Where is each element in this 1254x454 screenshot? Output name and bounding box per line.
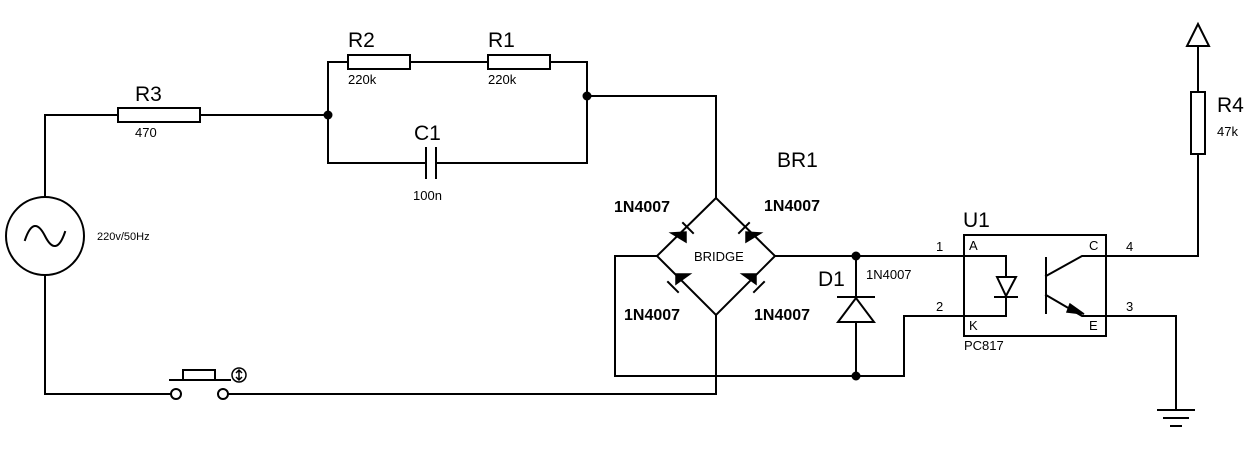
diode-bar [681, 221, 695, 235]
up-down-arrow-icon [235, 368, 243, 382]
resistor-r2-ref: R2 [348, 29, 375, 52]
switch-action-icon [231, 367, 247, 383]
bridge-diode-top-left [668, 221, 695, 244]
bridge-ref: BR1 [777, 149, 818, 172]
optocoupler-value: PC817 [964, 338, 1004, 353]
wire-opto-pin4 [1105, 153, 1199, 257]
wire-bridge-negative [614, 255, 905, 377]
pin-number-4: 4 [1126, 239, 1133, 254]
junctions [323, 91, 861, 381]
wires [44, 47, 1199, 411]
junction-dot [851, 251, 861, 261]
led-triangle [995, 276, 1018, 299]
resistor-r2-value: 220k [348, 72, 377, 87]
bridge-diode-label: 1N4007 [764, 198, 820, 215]
capacitor-c1-ref: C1 [414, 122, 441, 145]
wire-node-to-r2 [327, 61, 349, 164]
emitter-arrow-icon [1065, 302, 1085, 315]
sine-wave-icon [23, 225, 67, 247]
diode-d1: D1 1N4007 [818, 267, 912, 323]
diode-bar [666, 280, 680, 294]
wire-source-to-switch [44, 275, 171, 395]
diode-d1-ref: D1 [818, 268, 845, 291]
resistor-r4-value: 47k [1217, 124, 1238, 139]
resistor-r4-body [1190, 91, 1206, 155]
ground-symbol [1157, 409, 1195, 427]
pin-label-a: A [969, 238, 978, 253]
pin-label-c: C [1089, 238, 1098, 253]
pin-number-1: 1 [936, 239, 943, 254]
capacitor-c1-value: 100n [413, 188, 442, 203]
bridge-diode-bottom-right [739, 273, 766, 294]
resistor-r3: R3 470 [117, 83, 201, 140]
bridge-diode-label: 1N4007 [624, 307, 680, 324]
diode-triangle [745, 231, 764, 244]
led-leads [963, 255, 1007, 317]
diode-bar [752, 280, 766, 294]
switch-button [182, 369, 216, 381]
wire-switch-to-bridge-bottom [228, 314, 717, 395]
ac-source: 220v/50Hz [5, 196, 150, 276]
resistor-r1-body [487, 54, 551, 70]
junction-dot [582, 91, 592, 101]
switch-contact [170, 388, 182, 400]
resistor-r4-ref: R4 [1217, 94, 1244, 117]
bridge-rectifier-br1: BR1 BRIDGE 1N4007 1N4007 1N4007 1N4007 [614, 149, 820, 324]
transistor-collector [1044, 255, 1107, 278]
source-label: 220v/50Hz [97, 231, 150, 243]
wire-r1-to-right-node [549, 61, 588, 164]
resistor-r2-body [347, 54, 411, 70]
capacitor-c1: C1 100n [413, 122, 442, 203]
bridge-diode-label: 1N4007 [754, 307, 810, 324]
power-supply-arrow [1185, 21, 1211, 47]
pin-label-e: E [1089, 318, 1098, 333]
pin-label-k: K [969, 318, 978, 333]
power-arrow-icon [1185, 21, 1211, 47]
junction-dot [323, 110, 333, 120]
diode-triangle [675, 273, 693, 286]
diode-d1-triangle [836, 296, 876, 323]
diode-triangle [739, 273, 757, 286]
resistor-r1: R1 220k [487, 29, 551, 87]
wire-opto-pin2 [903, 315, 965, 377]
bridge-diode-label: 1N4007 [614, 199, 670, 216]
resistor-r3-ref: R3 [135, 83, 162, 106]
pin-number-3: 3 [1126, 299, 1133, 314]
wire-source-to-r3 [44, 114, 119, 198]
diode-d1-value: 1N4007 [866, 267, 912, 282]
transistor-emitter [1044, 293, 1107, 317]
pin-number-2: 2 [936, 299, 943, 314]
optocoupler-ref: U1 [963, 209, 990, 232]
bridge-diode-bottom-left [666, 273, 693, 294]
switch-contact [217, 388, 229, 400]
junction-dot [851, 371, 861, 381]
optocoupler-body [963, 234, 1107, 337]
resistor-r3-body [117, 107, 201, 123]
optocoupler-u1: U1 PC817 A K C E 1 2 4 3 [936, 209, 1133, 353]
push-button-switch [169, 367, 247, 400]
wire-opto-pin3 [1105, 315, 1177, 411]
diode-bar [737, 221, 751, 235]
resistor-r3-value: 470 [135, 125, 157, 140]
wire-to-bridge-top [586, 95, 717, 199]
bridge-label: BRIDGE [694, 249, 744, 264]
bridge-diode-top-right [737, 221, 764, 244]
resistor-r4: R4 47k [1190, 91, 1244, 155]
diode-triangle [668, 231, 687, 244]
resistor-r2: R2 220k [347, 29, 411, 87]
resistor-r1-ref: R1 [488, 29, 515, 52]
resistor-r1-value: 220k [488, 72, 517, 87]
